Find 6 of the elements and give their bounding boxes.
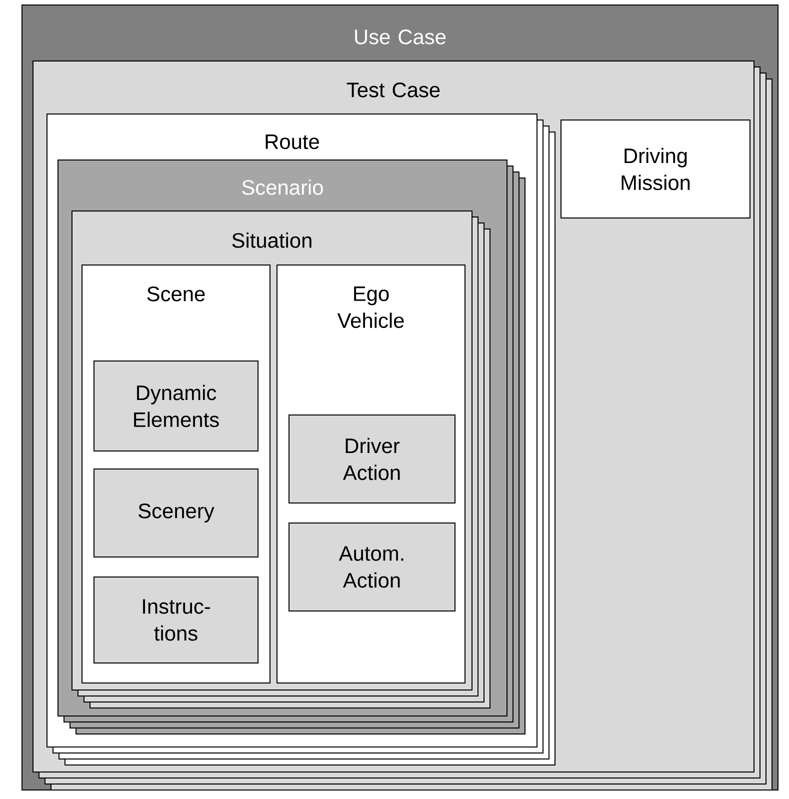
element-box: Autom. Action xyxy=(288,522,456,612)
element-box: Driver Action xyxy=(288,414,456,504)
element-box: Dynamic Elements xyxy=(94,360,258,452)
element-box: Instruc- tions xyxy=(94,576,258,664)
mission-box: Driving Mission xyxy=(560,120,750,218)
element-box: Scenery xyxy=(94,468,258,558)
